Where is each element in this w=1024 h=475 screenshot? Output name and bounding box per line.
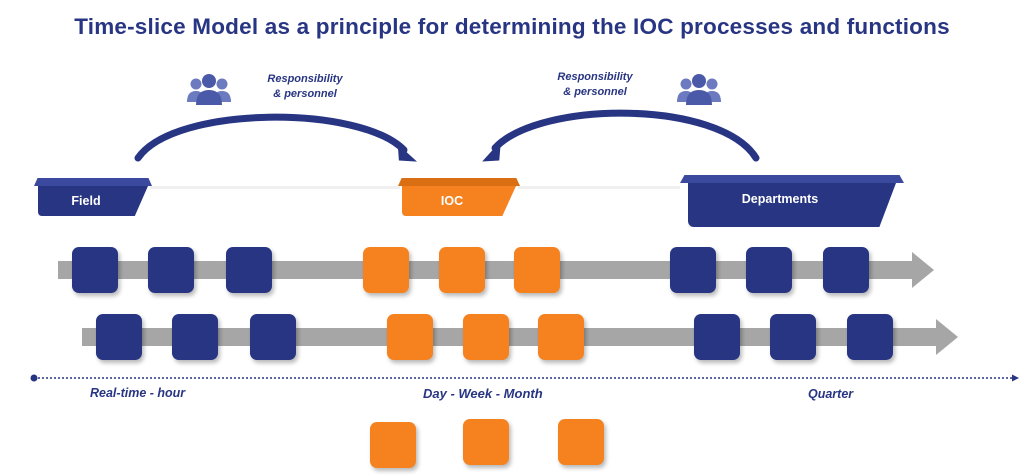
process-box	[439, 247, 485, 293]
process-box	[694, 314, 740, 360]
process-box	[770, 314, 816, 360]
process-box	[514, 247, 560, 293]
responsibility-line2: & personnel	[563, 86, 627, 98]
process-box	[148, 247, 194, 293]
process-box	[538, 314, 584, 360]
process-box	[172, 314, 218, 360]
process-box	[463, 419, 509, 465]
level-band	[518, 186, 680, 189]
process-box	[226, 247, 272, 293]
process-box	[823, 247, 869, 293]
ioc-label: IOC	[440, 194, 464, 208]
people-group-icon	[677, 74, 721, 105]
process-box	[96, 314, 142, 360]
level-band	[150, 186, 400, 189]
process-box	[370, 422, 416, 468]
responsibility-label-left: Responsibility & personnel	[250, 72, 360, 102]
process-box	[670, 247, 716, 293]
process-box	[363, 247, 409, 293]
people-group-icon	[187, 74, 231, 105]
process-box	[387, 314, 433, 360]
process-box	[250, 314, 296, 360]
diagram-title: Time-slice Model as a principle for dete…	[74, 14, 950, 39]
arrowhead-ioc-right	[482, 140, 501, 162]
ioc-level: IOC	[402, 186, 516, 216]
responsibility-line1: Responsibility	[557, 71, 633, 83]
departments-level: Departments	[688, 183, 896, 227]
departments-tab-lip	[680, 175, 904, 183]
responsibility-label-right: Responsibility & personnel	[540, 70, 650, 100]
field-tab-lip	[34, 178, 152, 186]
process-box	[746, 247, 792, 293]
process-row-arrowhead-1	[912, 252, 934, 288]
process-box	[463, 314, 509, 360]
process-row-arrowhead-2	[936, 319, 958, 355]
responsibility-line1: Responsibility	[267, 73, 343, 85]
process-box	[847, 314, 893, 360]
responsibility-line2: & personnel	[273, 88, 337, 100]
timeline-label-day-week-month: Day - Week - Month	[423, 386, 543, 401]
departments-label: Departments	[741, 192, 819, 206]
field-label: Field	[71, 194, 101, 208]
ioc-tab-lip	[398, 178, 520, 186]
field-level: Field	[38, 186, 148, 216]
process-box	[72, 247, 118, 293]
timeline-label-realtime: Real-time - hour	[90, 386, 186, 400]
timeline-label-quarter: Quarter	[808, 387, 854, 401]
process-box	[558, 419, 604, 465]
arrow-departments-to-ioc	[491, 109, 760, 162]
arrow-field-to-ioc	[134, 113, 408, 162]
